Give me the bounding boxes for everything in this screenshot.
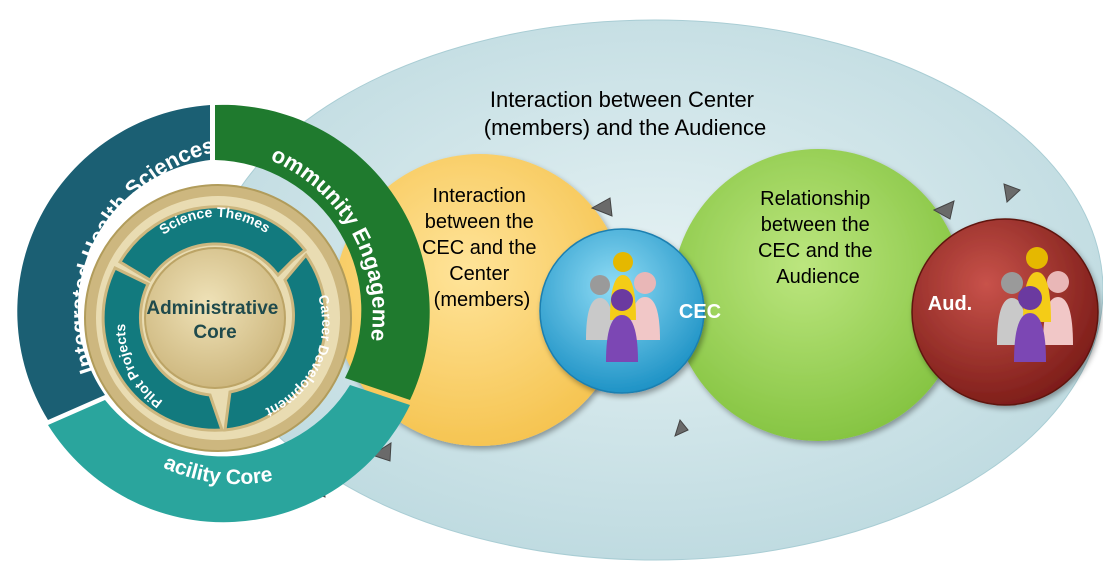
arrowhead-cec-top (590, 197, 613, 217)
cec-audience-relationship-circle (672, 149, 964, 441)
arrowhead-aud-top (1003, 183, 1021, 203)
audience-label: Aud. (928, 293, 972, 315)
inner-arrow-career-development (223, 252, 328, 432)
inner-arrow-science-themes (117, 205, 308, 283)
inner-arrow-pilot-projects (101, 266, 225, 432)
audience-people-icon (997, 247, 1073, 362)
arrowhead-cec-bottom (674, 418, 689, 437)
cec-people-icon (586, 252, 660, 362)
wheel-arc-community-engagement (215, 104, 430, 401)
administrative-core-label: Administrative Core (146, 298, 283, 343)
wheel-arc-integrated-health-sciences (17, 105, 211, 420)
outer-ellipse-label: Interaction between Center (members) and… (484, 87, 767, 140)
administrative-core-circle (144, 247, 286, 389)
center-wheel: Integrated Health Sciences Community Eng… (0, 0, 430, 523)
cec-audience-relationship-label: Relationship between the CEC and the Aud… (758, 188, 878, 288)
cec-label: CEC (679, 301, 721, 323)
arrowhead-wheel-yellow (370, 442, 392, 462)
arrowhead-aud-left (932, 200, 955, 220)
wheel-arc-facility-cores (48, 385, 410, 523)
cec-center-interaction-label: Interaction between the CEC and the Cent… (422, 185, 542, 311)
